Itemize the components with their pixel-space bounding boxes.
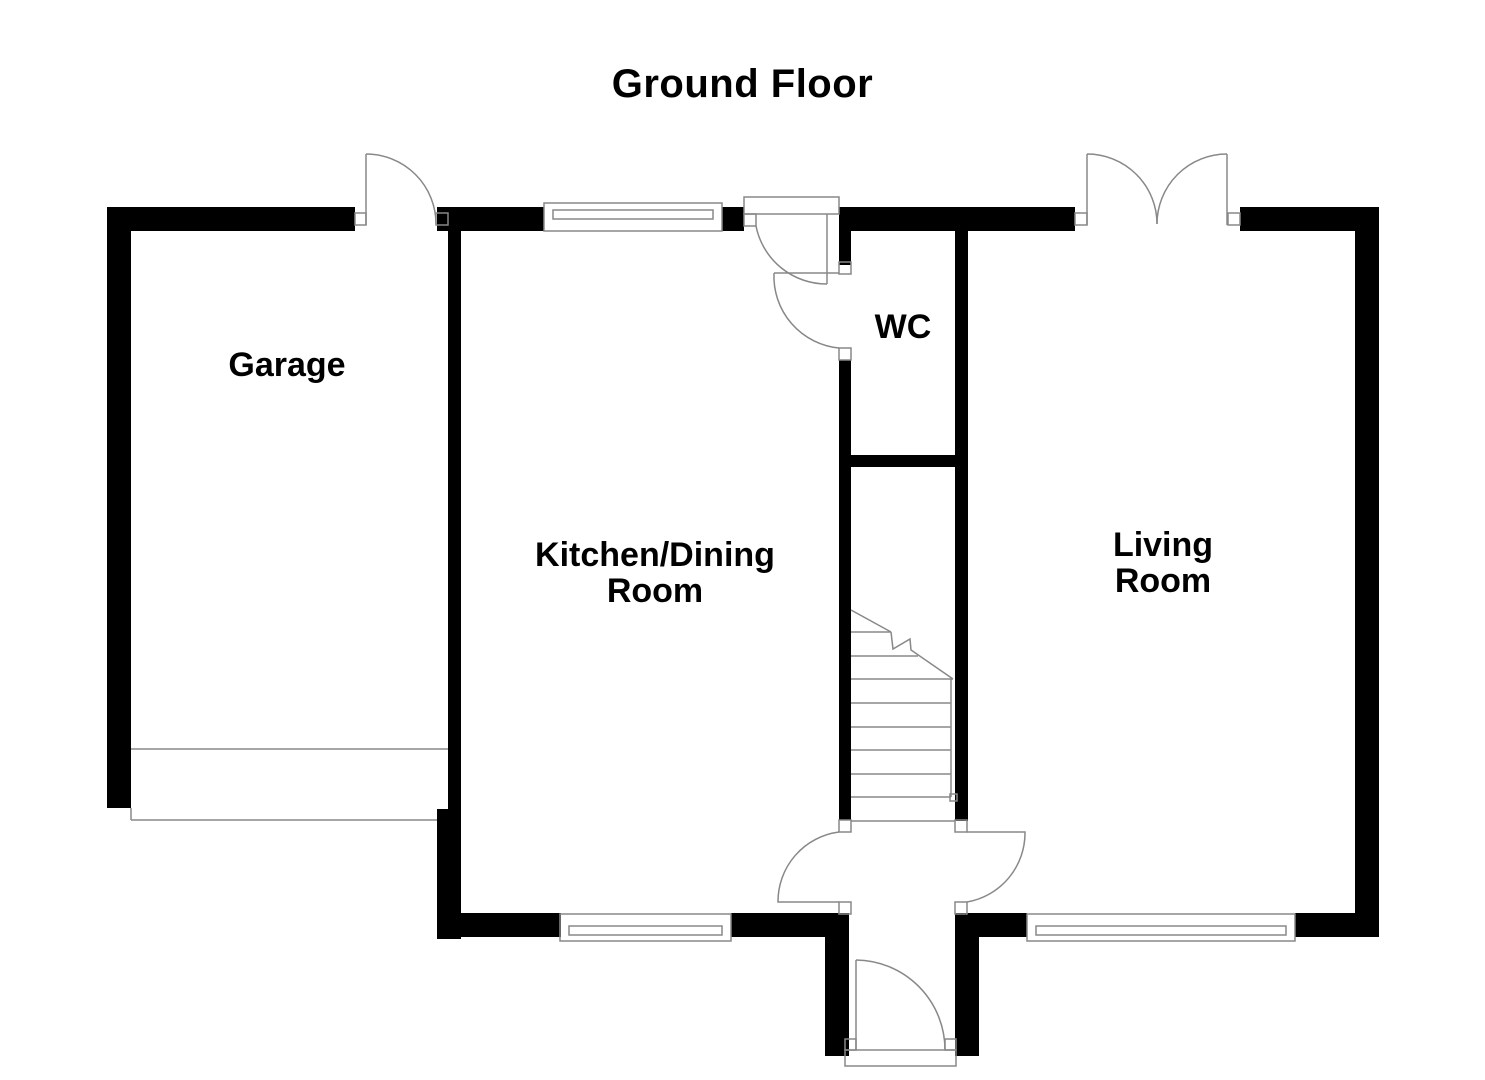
kitchen-window-top <box>543 202 723 232</box>
room-label-living-line1: Living <box>1112 526 1214 564</box>
room-label-wc: WC <box>874 308 932 346</box>
top-wall-middle <box>839 207 1075 231</box>
room-label-living: Living Room <box>1063 526 1263 600</box>
porch-left-wall <box>825 913 849 1056</box>
kitchen-door-swing <box>777 831 840 903</box>
front-door-swing <box>855 959 946 1051</box>
floor-plan-title: Ground Floor <box>611 62 874 106</box>
room-label-kitchen: Kitchen/Dining Room <box>500 536 810 610</box>
room-label-living-line2: Room <box>1114 561 1212 600</box>
back-door-swing <box>755 225 828 285</box>
garage-top-wall <box>107 207 355 231</box>
hall-right-wall <box>955 231 968 821</box>
hall-left-wall <box>839 360 851 820</box>
walls <box>107 207 1379 1056</box>
room-label-garage: Garage <box>228 346 346 384</box>
room-label-kitchen-line2: Room <box>606 571 704 610</box>
garage-left-wall <box>107 207 131 808</box>
porch-right-wall <box>955 913 979 1056</box>
living-door-swing <box>966 831 1026 903</box>
room-label-kitchen-line1: Kitchen/Dining <box>535 536 775 574</box>
staircase <box>850 609 958 822</box>
wc-door-swing <box>773 272 840 349</box>
french-door-right-swing <box>1156 153 1228 225</box>
garage-door-swing <box>365 153 437 225</box>
wc-bottom-wall <box>839 455 968 467</box>
living-window-bottom <box>1026 913 1296 942</box>
kitchen-left-wall <box>448 207 461 827</box>
living-right-wall <box>1355 207 1379 937</box>
fixtures <box>130 153 1296 1067</box>
french-door-left-swing <box>1086 153 1158 225</box>
kitchen-window-bottom <box>559 913 732 942</box>
